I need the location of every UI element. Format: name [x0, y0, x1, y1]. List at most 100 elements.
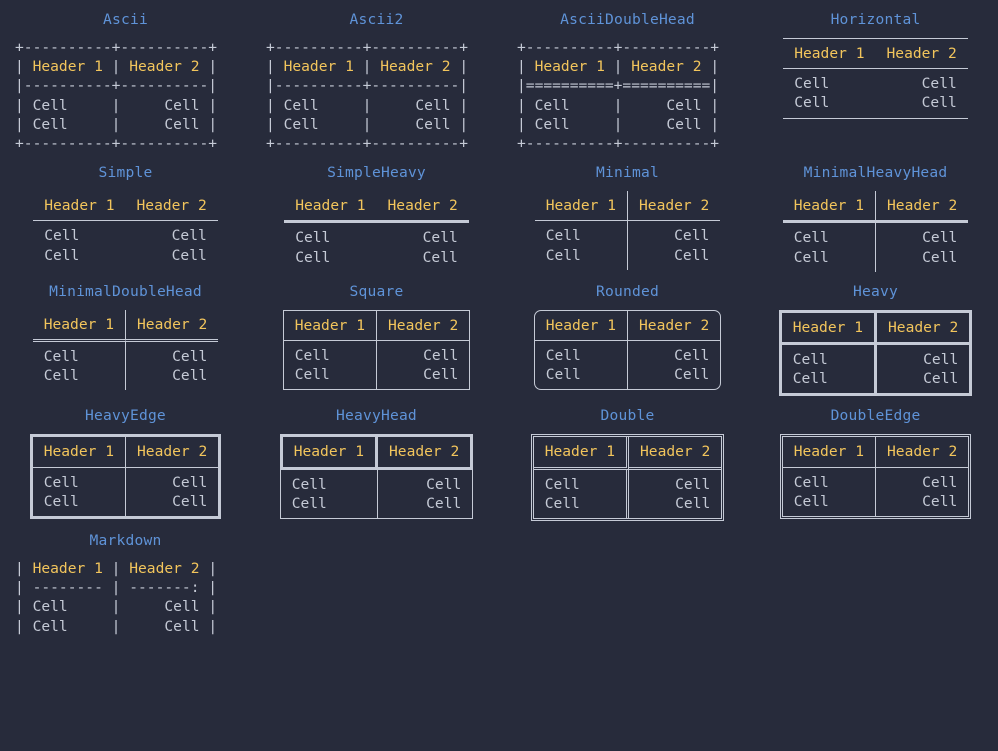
table-row: | Cell | Cell |	[15, 96, 251, 115]
column-header: Header 1	[280, 435, 378, 470]
table-row: | Header 1 | Header 2 |	[15, 57, 251, 76]
table-cell: Cell	[371, 96, 460, 114]
column-header: Header 2	[629, 437, 722, 470]
table-cell: Cell	[922, 229, 958, 247]
column-header: Header 2	[126, 437, 219, 468]
table-cell: Cell	[675, 475, 711, 493]
table-row: | Cell | Cell |	[266, 115, 502, 134]
table-cell: Cell	[171, 227, 207, 245]
border-glyphs: |----------+----------|	[15, 77, 218, 95]
art-holder: +----------+----------+| Header 1 | Head…	[251, 38, 502, 153]
table-row: +----------+----------+	[517, 38, 753, 57]
table-cell: Cell	[794, 75, 830, 93]
table-cell: Cell	[921, 75, 957, 93]
border-glyphs: |	[353, 58, 381, 76]
table-cell: Cell	[172, 492, 208, 510]
border-glyphs: |	[102, 617, 130, 635]
table-cell: Cell	[291, 475, 327, 493]
border-glyphs: +----------+----------+	[517, 39, 720, 56]
border-glyphs: |	[450, 58, 469, 76]
ascii-table-asciidoublehead: +----------+----------+| Header 1 | Head…	[517, 38, 753, 153]
border-glyphs: |	[701, 58, 720, 76]
table-cell: Cell	[44, 246, 80, 264]
table-cell: Cell	[43, 473, 79, 491]
table-caption-square: Square	[349, 282, 404, 300]
table-cell: Cell	[922, 473, 958, 491]
border-glyphs: |	[710, 115, 720, 133]
border-glyphs: |	[199, 560, 218, 578]
column-header: Header 2	[380, 58, 451, 76]
table-row: +----------+----------+	[15, 134, 251, 153]
table-cell: Cell	[545, 246, 581, 264]
table-row: +----------+----------+	[266, 134, 502, 153]
table-row: +----------+----------+	[15, 38, 251, 57]
border-glyphs: |	[15, 598, 33, 616]
border-glyphs: |	[15, 58, 33, 76]
art-holder: +----------+----------+| Header 1 | Head…	[502, 38, 753, 153]
column-header: Header 1	[32, 309, 126, 343]
column-header: Header 2	[876, 437, 969, 468]
table-cell: Cell	[422, 248, 458, 266]
table-caption-markdown: Markdown	[89, 532, 162, 550]
table-row: |==========+==========|	[517, 76, 753, 95]
art-holder: | Header 1 | Header 2 || -------- | ----…	[0, 559, 251, 636]
border-glyphs: |	[613, 115, 623, 133]
table-cell: Cell	[129, 598, 200, 616]
table-cell: Cell	[32, 115, 112, 133]
border-glyphs: +----------+----------+	[266, 39, 469, 56]
table-cell: Cell	[44, 227, 80, 245]
table-panel-asciidoublehead: AsciiDoubleHead+----------+----------+| …	[502, 0, 753, 153]
table-cell: Cell	[922, 492, 958, 510]
border-glyphs: +----------+----------+	[517, 135, 720, 153]
border-glyphs: +----------+----------+	[15, 39, 218, 56]
column-header: Header 2	[376, 191, 469, 224]
table-cell: Cell	[792, 370, 828, 388]
border-glyphs: |	[111, 115, 121, 133]
table-cell: Cell	[622, 115, 711, 133]
column-header: Header 2	[125, 191, 218, 222]
table-cell: Cell	[544, 475, 580, 493]
table-cell: Cell	[426, 475, 462, 493]
table-cell: Cell	[291, 494, 327, 512]
column-header: Header 1	[283, 310, 377, 342]
column-header: Header 2	[631, 58, 702, 76]
column-header: Header 1	[32, 560, 103, 578]
table-caption-minimaldoublehead: MinimalDoubleHead	[49, 282, 202, 300]
column-header: Header 2	[628, 191, 721, 222]
column-header: Header 2	[877, 313, 970, 346]
table-cell: Cell	[172, 367, 208, 385]
table-row: | Cell | Cell |	[517, 96, 753, 115]
table-cell: Cell	[32, 598, 103, 616]
table-cell: Cell	[32, 96, 112, 114]
border-glyphs: |	[102, 598, 130, 616]
